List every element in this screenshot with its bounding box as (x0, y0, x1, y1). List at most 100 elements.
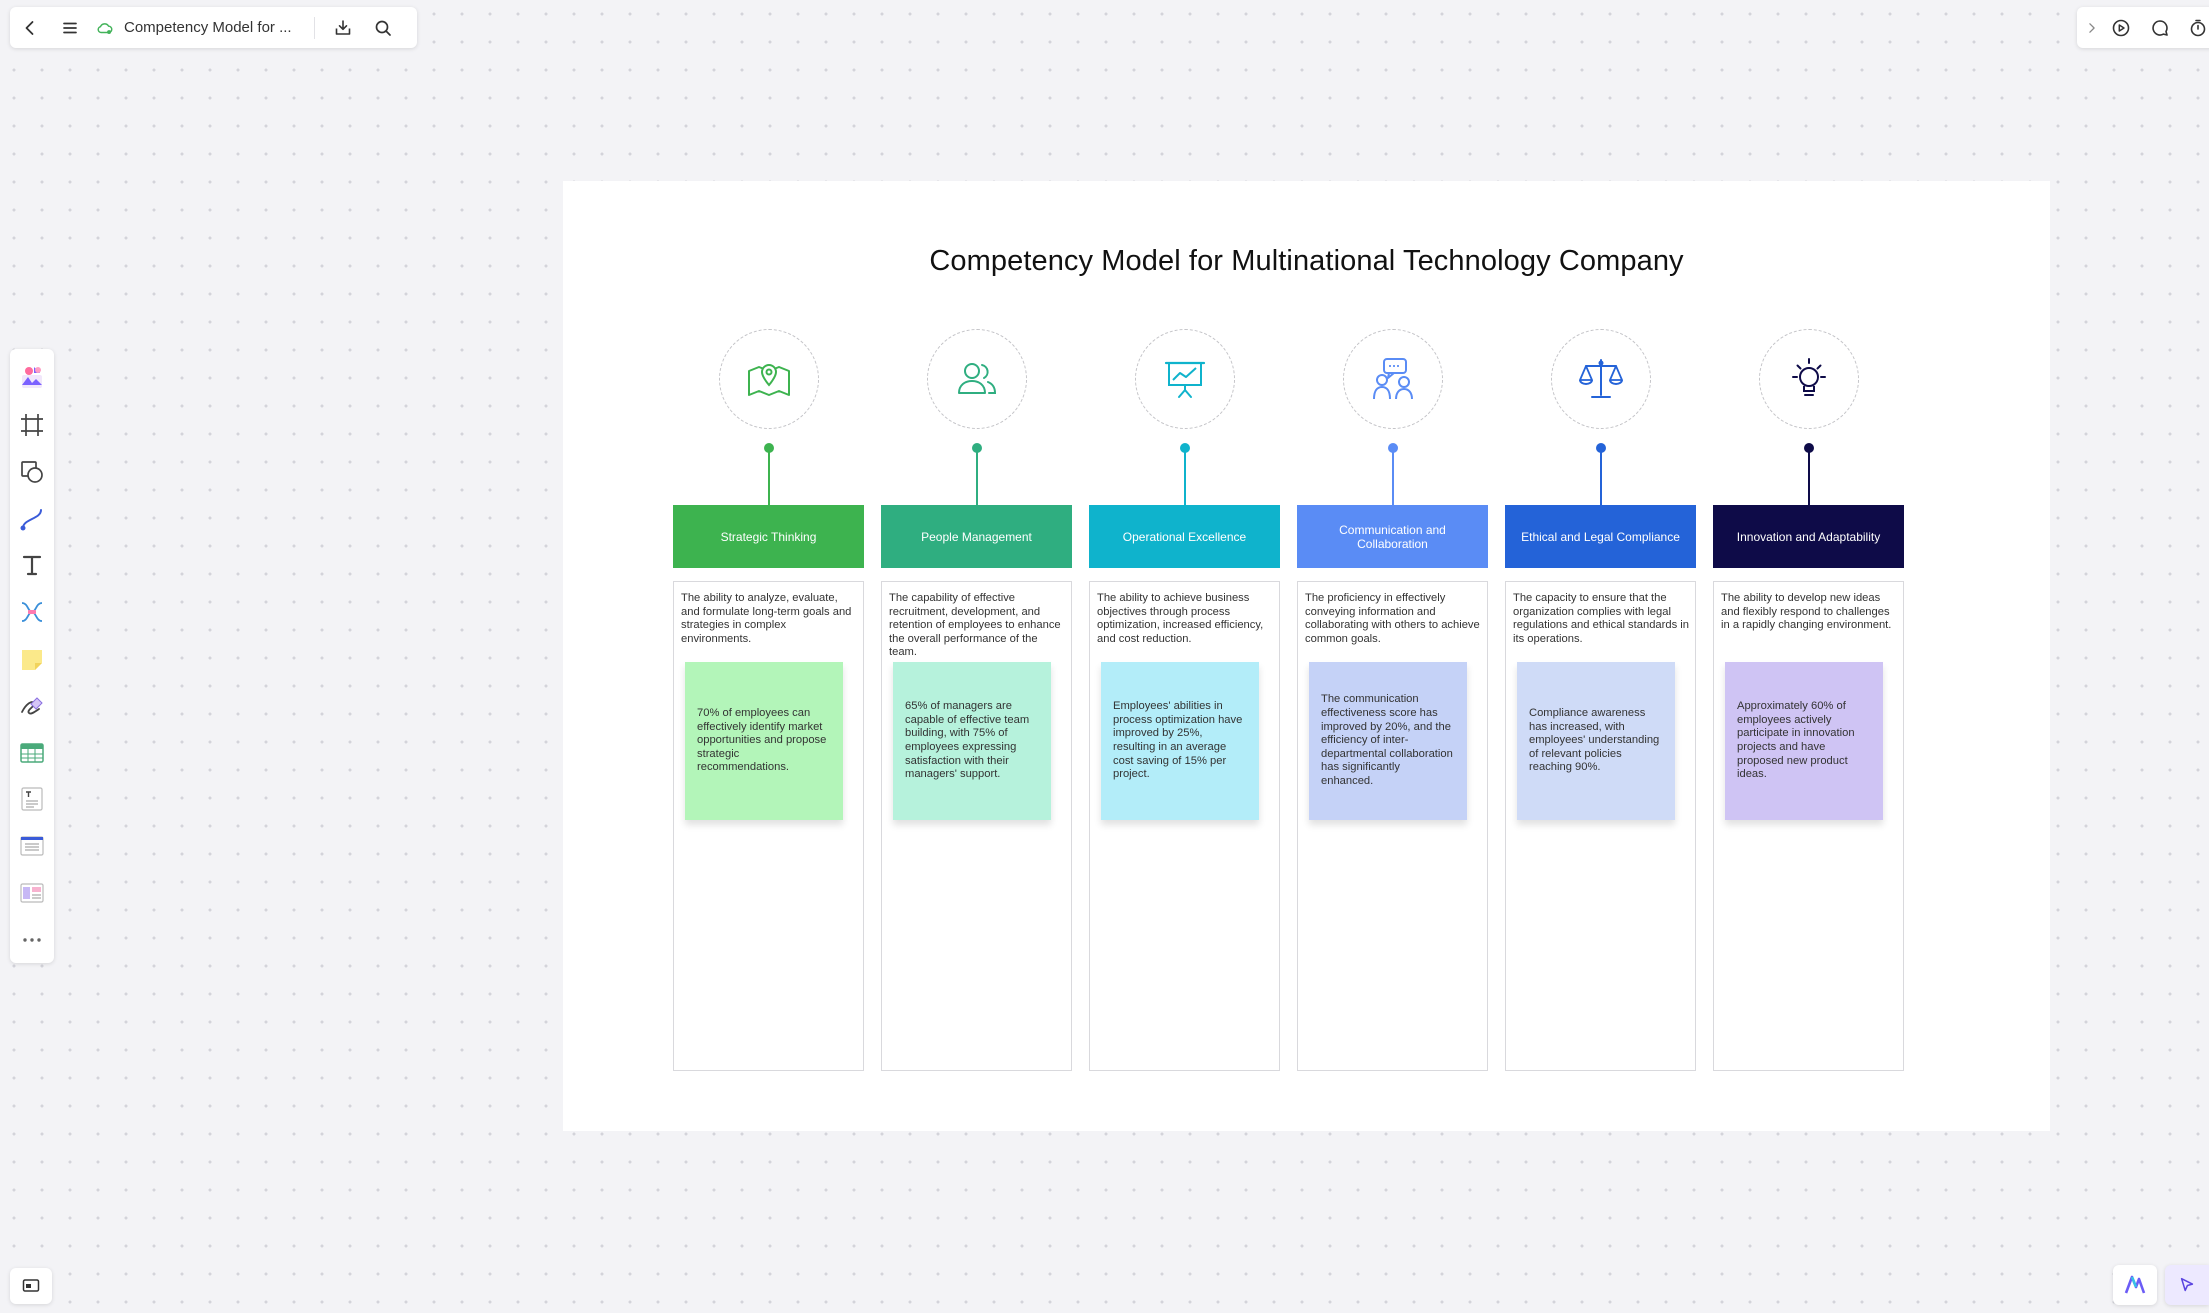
competency-icon-circle[interactable] (1551, 329, 1651, 429)
text-icon (22, 556, 42, 576)
competency-icon-circle[interactable] (719, 329, 819, 429)
canvas-frame[interactable]: Competency Model for Multinational Techn… (563, 181, 2050, 1131)
people-icon (958, 363, 997, 394)
competency-column: Communication and Collaboration The prof… (1297, 329, 1488, 1252)
list-icon (20, 836, 44, 856)
frame-icon (21, 414, 43, 437)
text-tool[interactable] (10, 542, 54, 589)
connector-dot (1804, 443, 1814, 453)
connector-dot (1388, 443, 1398, 453)
competency-body[interactable]: The ability to analyze, evaluate, and fo… (673, 581, 864, 1071)
metric-sticky-note[interactable]: Approximately 60% of employees actively … (1725, 662, 1883, 820)
competency-icon-circle[interactable] (927, 329, 1027, 429)
connector-line (1808, 451, 1810, 505)
list-tool[interactable] (10, 823, 54, 870)
sticky-note-tool[interactable] (10, 636, 54, 683)
competency-description[interactable]: The capability of effective recruitment,… (889, 592, 1061, 659)
diagram-title[interactable]: Competency Model for Multinational Techn… (929, 245, 1684, 277)
sticky-note-icon (22, 649, 42, 670)
back-button[interactable] (10, 7, 50, 48)
ai-assistant-button[interactable] (2113, 1265, 2157, 1305)
lightbulb-icon (1792, 358, 1826, 396)
competency-body[interactable]: The capacity to ensure that the organiza… (1505, 581, 1696, 1071)
competency-header[interactable]: People Management (881, 505, 1072, 568)
competency-body[interactable]: The ability to achieve business objectiv… (1089, 581, 1280, 1071)
competency-icon-circle[interactable] (1343, 329, 1443, 429)
connector-line (1600, 451, 1602, 505)
layout-tool[interactable] (10, 869, 54, 916)
competency-column: Operational Excellence The ability to ac… (1089, 329, 1280, 1252)
metric-sticky-note[interactable]: 65% of managers are capable of effective… (893, 662, 1051, 820)
competency-header[interactable]: Ethical and Legal Compliance (1505, 505, 1696, 568)
more-tools-button[interactable] (10, 916, 54, 963)
competency-description[interactable]: The capacity to ensure that the organiza… (1513, 592, 1690, 645)
menu-button[interactable] (50, 7, 90, 48)
select-mode-button[interactable] (2165, 1265, 2209, 1305)
top-right-toolbar (2077, 7, 2209, 48)
ai-logo-icon (2124, 1275, 2146, 1294)
text-block-tool[interactable] (10, 776, 54, 823)
timer-button[interactable] (2179, 7, 2209, 48)
connector-tool[interactable] (10, 495, 54, 542)
competency-description[interactable]: The ability to achieve business objectiv… (1097, 592, 1264, 645)
search-button[interactable] (363, 7, 403, 48)
connector-dot (972, 443, 982, 453)
competency-body[interactable]: The capability of effective recruitment,… (881, 581, 1072, 1071)
download-icon (335, 19, 351, 35)
metric-text: Compliance awareness has increased, with… (1529, 707, 1660, 774)
templates-button[interactable] (10, 355, 54, 402)
metric-sticky-note[interactable]: 70% of employees can effectively identif… (685, 662, 843, 820)
mindmap-tool[interactable] (10, 589, 54, 636)
competency-body[interactable]: The proficiency in effectively conveying… (1297, 581, 1488, 1071)
cursor-icon (2180, 1277, 2194, 1292)
connector-dot (1596, 443, 1606, 453)
left-tool-rail (10, 349, 54, 963)
competency-icon-circle[interactable] (1135, 329, 1235, 429)
document-title[interactable]: Competency Model for ... (96, 19, 306, 37)
competency-header[interactable]: Operational Excellence (1089, 505, 1280, 568)
competency-header[interactable]: Strategic Thinking (673, 505, 864, 568)
comment-icon (2151, 19, 2168, 36)
table-icon (20, 742, 44, 763)
connector-line (768, 451, 770, 505)
metric-text: 65% of managers are capable of effective… (905, 700, 1030, 781)
map-pin-icon (748, 364, 790, 396)
chevron-right-icon (2088, 22, 2095, 33)
competency-column: People Management The capability of effe… (881, 329, 1072, 1252)
competency-header[interactable]: Communication and Collaboration (1297, 505, 1488, 568)
competency-description[interactable]: The ability to analyze, evaluate, and fo… (681, 592, 852, 645)
connector-line (1392, 451, 1394, 505)
shape-tool[interactable] (10, 449, 54, 496)
frame-tool[interactable] (10, 402, 54, 449)
download-button[interactable] (323, 7, 363, 48)
competency-header[interactable]: Innovation and Adaptability (1713, 505, 1904, 568)
table-tool[interactable] (10, 729, 54, 776)
competency-description[interactable]: The ability to develop new ideas and fle… (1721, 592, 1892, 632)
metric-text: Employees' abilities in process optimiza… (1113, 700, 1243, 781)
metric-sticky-note[interactable]: Compliance awareness has increased, with… (1517, 662, 1675, 820)
competency-column: Ethical and Legal Compliance The capacit… (1505, 329, 1696, 1252)
connector-line (1184, 451, 1186, 505)
present-button[interactable] (2102, 7, 2140, 48)
chevron-left-icon (25, 20, 34, 35)
timer-icon (2190, 19, 2206, 36)
connector-dot (764, 443, 774, 453)
layout-icon (20, 883, 44, 903)
competency-description[interactable]: The proficiency in effectively conveying… (1305, 592, 1480, 645)
shape-icon (21, 461, 43, 483)
document-title-text: Competency Model for ... (124, 19, 292, 36)
competency-body[interactable]: The ability to develop new ideas and fle… (1713, 581, 1904, 1071)
minimap-button[interactable] (10, 1268, 52, 1304)
pen-tool[interactable] (10, 682, 54, 729)
metric-sticky-note[interactable]: Employees' abilities in process optimiza… (1101, 662, 1259, 820)
conversation-icon (1373, 358, 1413, 400)
metric-sticky-note[interactable]: The communication effectiveness score ha… (1309, 662, 1467, 820)
toolbar-divider (314, 16, 315, 39)
metric-text: The communication effectiveness score ha… (1321, 693, 1453, 787)
connector-icon (20, 508, 42, 531)
play-icon (2112, 19, 2130, 36)
expand-toolbar-button[interactable] (2081, 7, 2102, 48)
comment-button[interactable] (2140, 7, 2178, 48)
pen-icon (21, 697, 43, 715)
competency-icon-circle[interactable] (1759, 329, 1859, 429)
